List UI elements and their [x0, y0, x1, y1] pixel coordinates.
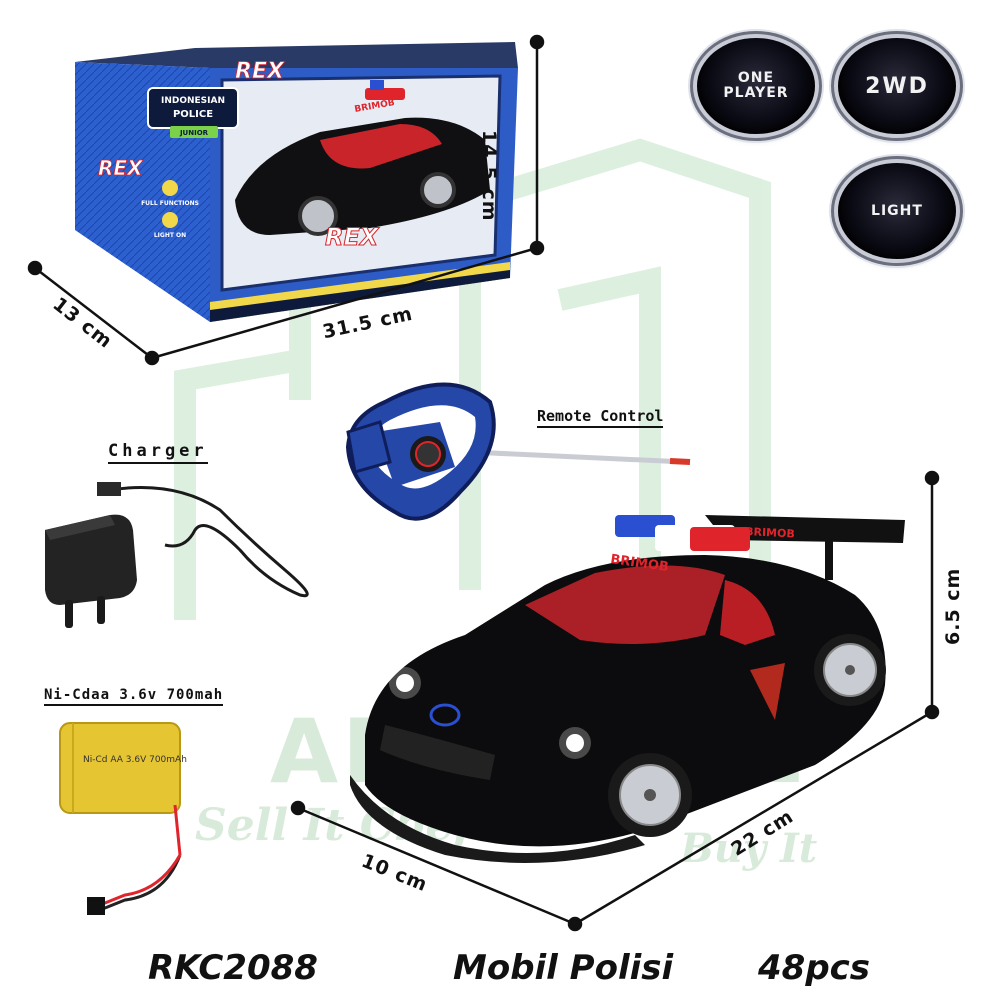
quantity: 48pcs	[758, 948, 871, 988]
box-height-label: 14.5 cm	[478, 130, 500, 222]
charger	[45, 482, 309, 628]
feature-one-player-text: ONE PLAYER	[723, 70, 789, 101]
svg-text:LIGHT ON: LIGHT ON	[154, 232, 186, 239]
feature-badge-2wd: 2WD	[838, 38, 956, 134]
product-name: Mobil Polisi	[453, 948, 674, 988]
remote-control-label: Remote Control	[537, 407, 664, 428]
svg-text:REX: REX	[325, 223, 380, 251]
svg-text:INDONESIAN: INDONESIAN	[161, 96, 225, 106]
svg-text:FULL FUNCTIONS: FULL FUNCTIONS	[141, 200, 199, 207]
svg-text:POLICE: POLICE	[173, 109, 213, 120]
spoiler-text: BRIMOB	[745, 525, 795, 541]
rc-police-car: BRIMOB BRIMOB	[350, 515, 905, 863]
battery-print-text: Ni-Cd AA 3.6V 700mAh	[83, 755, 187, 765]
model-code: RKC2088	[148, 948, 318, 988]
feature-badge-one-player: ONE PLAYER	[697, 38, 815, 134]
svg-text:REX: REX	[98, 156, 144, 180]
feature-light-text: LIGHT	[871, 202, 923, 219]
feature-2wd-text: 2WD	[865, 73, 929, 99]
remote-control	[345, 382, 691, 521]
svg-text:REX: REX	[235, 59, 285, 84]
svg-text:JUNIOR: JUNIOR	[179, 129, 209, 137]
charger-label: Charger	[108, 441, 208, 464]
feature-badge-light: LIGHT	[838, 163, 956, 259]
battery-pack	[59, 722, 182, 915]
car-height-label: 6.5 cm	[942, 567, 964, 645]
battery-label: Ni-Cdaa 3.6v 700mah	[44, 687, 224, 706]
product-box: BRIMOB INDONESIAN POLICE JUNIOR REX REX …	[75, 42, 518, 322]
